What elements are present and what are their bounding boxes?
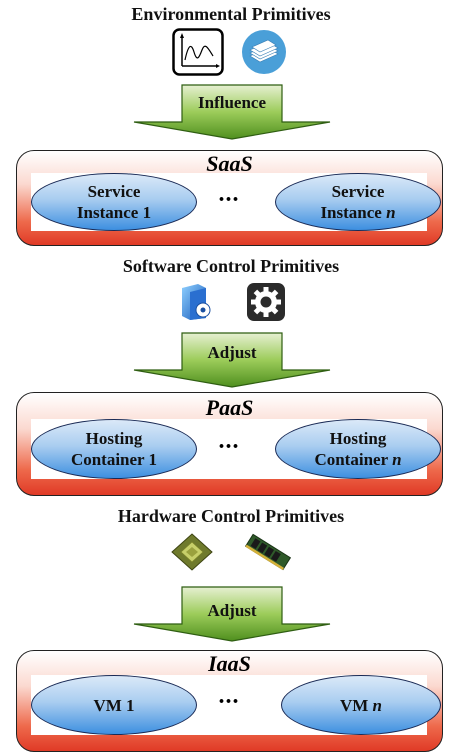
memory-module-icon — [244, 533, 292, 571]
chart-icon — [172, 28, 224, 76]
cpu-chip-icon — [171, 533, 213, 571]
service-instance-1: Service Instance 1 — [31, 173, 197, 231]
iaas-ellipsis: ... — [218, 683, 240, 709]
hardware-icons — [0, 530, 462, 574]
iaas-container: VM 1 ... VM n — [31, 675, 441, 735]
service-instance-n: Service Instance n — [275, 173, 441, 231]
influence-label: Influence — [198, 93, 266, 112]
gear-icon — [247, 283, 285, 321]
iaas-label: IaaS — [208, 651, 251, 676]
paas-container: Hosting Container 1 ... Hosting Containe… — [31, 419, 441, 479]
software-control-primitives-title: Software Control Primitives — [122, 256, 340, 276]
software-adjust-label: Adjust — [207, 343, 257, 362]
vm-n: VM n — [281, 675, 441, 735]
paas-label: PaaS — [205, 395, 254, 420]
hardware-adjust-label: Adjust — [207, 601, 257, 620]
hardware-adjust-arrow: Adjust — [132, 586, 332, 642]
hosting-container-n: Hosting Container n — [275, 419, 441, 479]
environmental-primitives-title: Environmental Primitives — [131, 4, 331, 24]
vm-1: VM 1 — [31, 675, 197, 735]
influence-arrow: Influence — [132, 84, 332, 140]
paper-stack-icon — [242, 30, 286, 74]
paas-ellipsis: ... — [218, 428, 240, 454]
software-adjust-arrow: Adjust — [132, 332, 332, 388]
iaas-layer: IaaS VM 1 ... VM n — [16, 650, 443, 752]
saas-ellipsis: ... — [218, 181, 240, 207]
hosting-container-1: Hosting Container 1 — [31, 419, 197, 479]
environmental-icons — [0, 28, 462, 76]
saas-label: SaaS — [206, 151, 253, 176]
paas-layer: PaaS Hosting Container 1 ... Hosting Con… — [16, 392, 443, 496]
software-box-icon — [182, 284, 211, 320]
saas-layer: SaaS Service Instance 1 ... Service Inst… — [16, 150, 443, 246]
software-icons — [0, 282, 462, 322]
saas-container: Service Instance 1 ... Service Instance … — [31, 173, 441, 231]
hardware-control-primitives-title: Hardware Control Primitives — [117, 506, 345, 526]
